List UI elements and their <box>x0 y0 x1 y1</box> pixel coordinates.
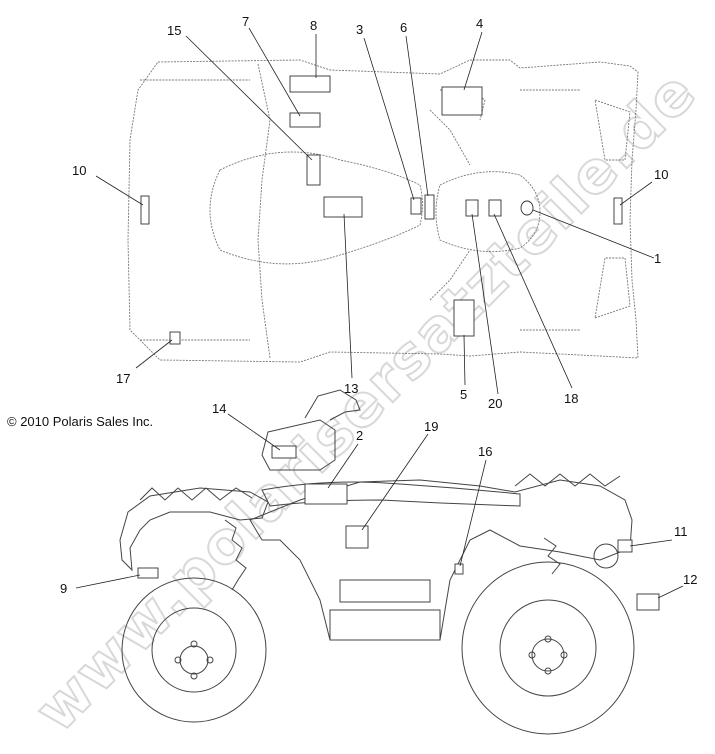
decal-9 <box>137 567 159 579</box>
callout-17: 17 <box>116 371 130 386</box>
side-view-vehicle <box>119 389 660 735</box>
decal-17 <box>169 331 181 345</box>
decal-13 <box>323 196 363 218</box>
top-view-vehicle <box>127 59 639 363</box>
decal-7 <box>289 112 321 128</box>
callout-16: 16 <box>478 444 492 459</box>
callout-12: 12 <box>683 572 697 587</box>
decal-5 <box>453 299 475 337</box>
rear-wheel <box>121 577 267 723</box>
callout-7: 7 <box>242 14 249 29</box>
callout-9: 9 <box>60 581 67 596</box>
decal-2 <box>304 483 348 505</box>
decal-19 <box>345 525 369 549</box>
callout-1: 1 <box>654 251 661 266</box>
decal-11 <box>617 539 633 553</box>
callout-18: 18 <box>564 391 578 406</box>
callout-11: 11 <box>674 524 688 539</box>
callout-19: 19 <box>424 419 438 434</box>
callout-5: 5 <box>460 387 467 402</box>
top-view-callouts: 15 7 8 3 6 4 10 10 1 17 13 5 20 18 <box>72 14 668 411</box>
callout-8: 8 <box>310 18 317 33</box>
side-view-leaders <box>75 413 684 599</box>
decal-4 <box>441 86 483 116</box>
decal-10-front <box>613 197 623 225</box>
decal-14 <box>271 445 297 459</box>
decal-3 <box>410 197 422 215</box>
decal-20 <box>465 199 479 217</box>
callout-15: 15 <box>167 23 181 38</box>
decal-6 <box>424 194 435 220</box>
callout-4: 4 <box>476 16 483 31</box>
callout-6: 6 <box>400 20 407 35</box>
decal-15 <box>306 154 321 186</box>
callout-3: 3 <box>356 22 363 37</box>
callout-14: 14 <box>212 401 226 416</box>
callout-13: 13 <box>344 381 358 396</box>
decal-16 <box>454 563 464 575</box>
callout-10-rear: 10 <box>72 163 86 178</box>
copyright: © 2010 Polaris Sales Inc. <box>7 414 153 429</box>
front-wheel <box>461 561 635 735</box>
callout-2: 2 <box>356 428 363 443</box>
callout-20: 20 <box>488 396 502 411</box>
decal-1 <box>520 200 534 216</box>
top-view-leaders <box>95 27 655 395</box>
decal-8 <box>289 75 331 93</box>
decal-12 <box>636 593 660 611</box>
decal-10-rear <box>140 195 150 225</box>
decal-18 <box>488 199 502 217</box>
side-view-callouts: 14 2 19 16 9 11 12 <box>60 401 697 596</box>
callout-10-front: 10 <box>654 167 668 182</box>
